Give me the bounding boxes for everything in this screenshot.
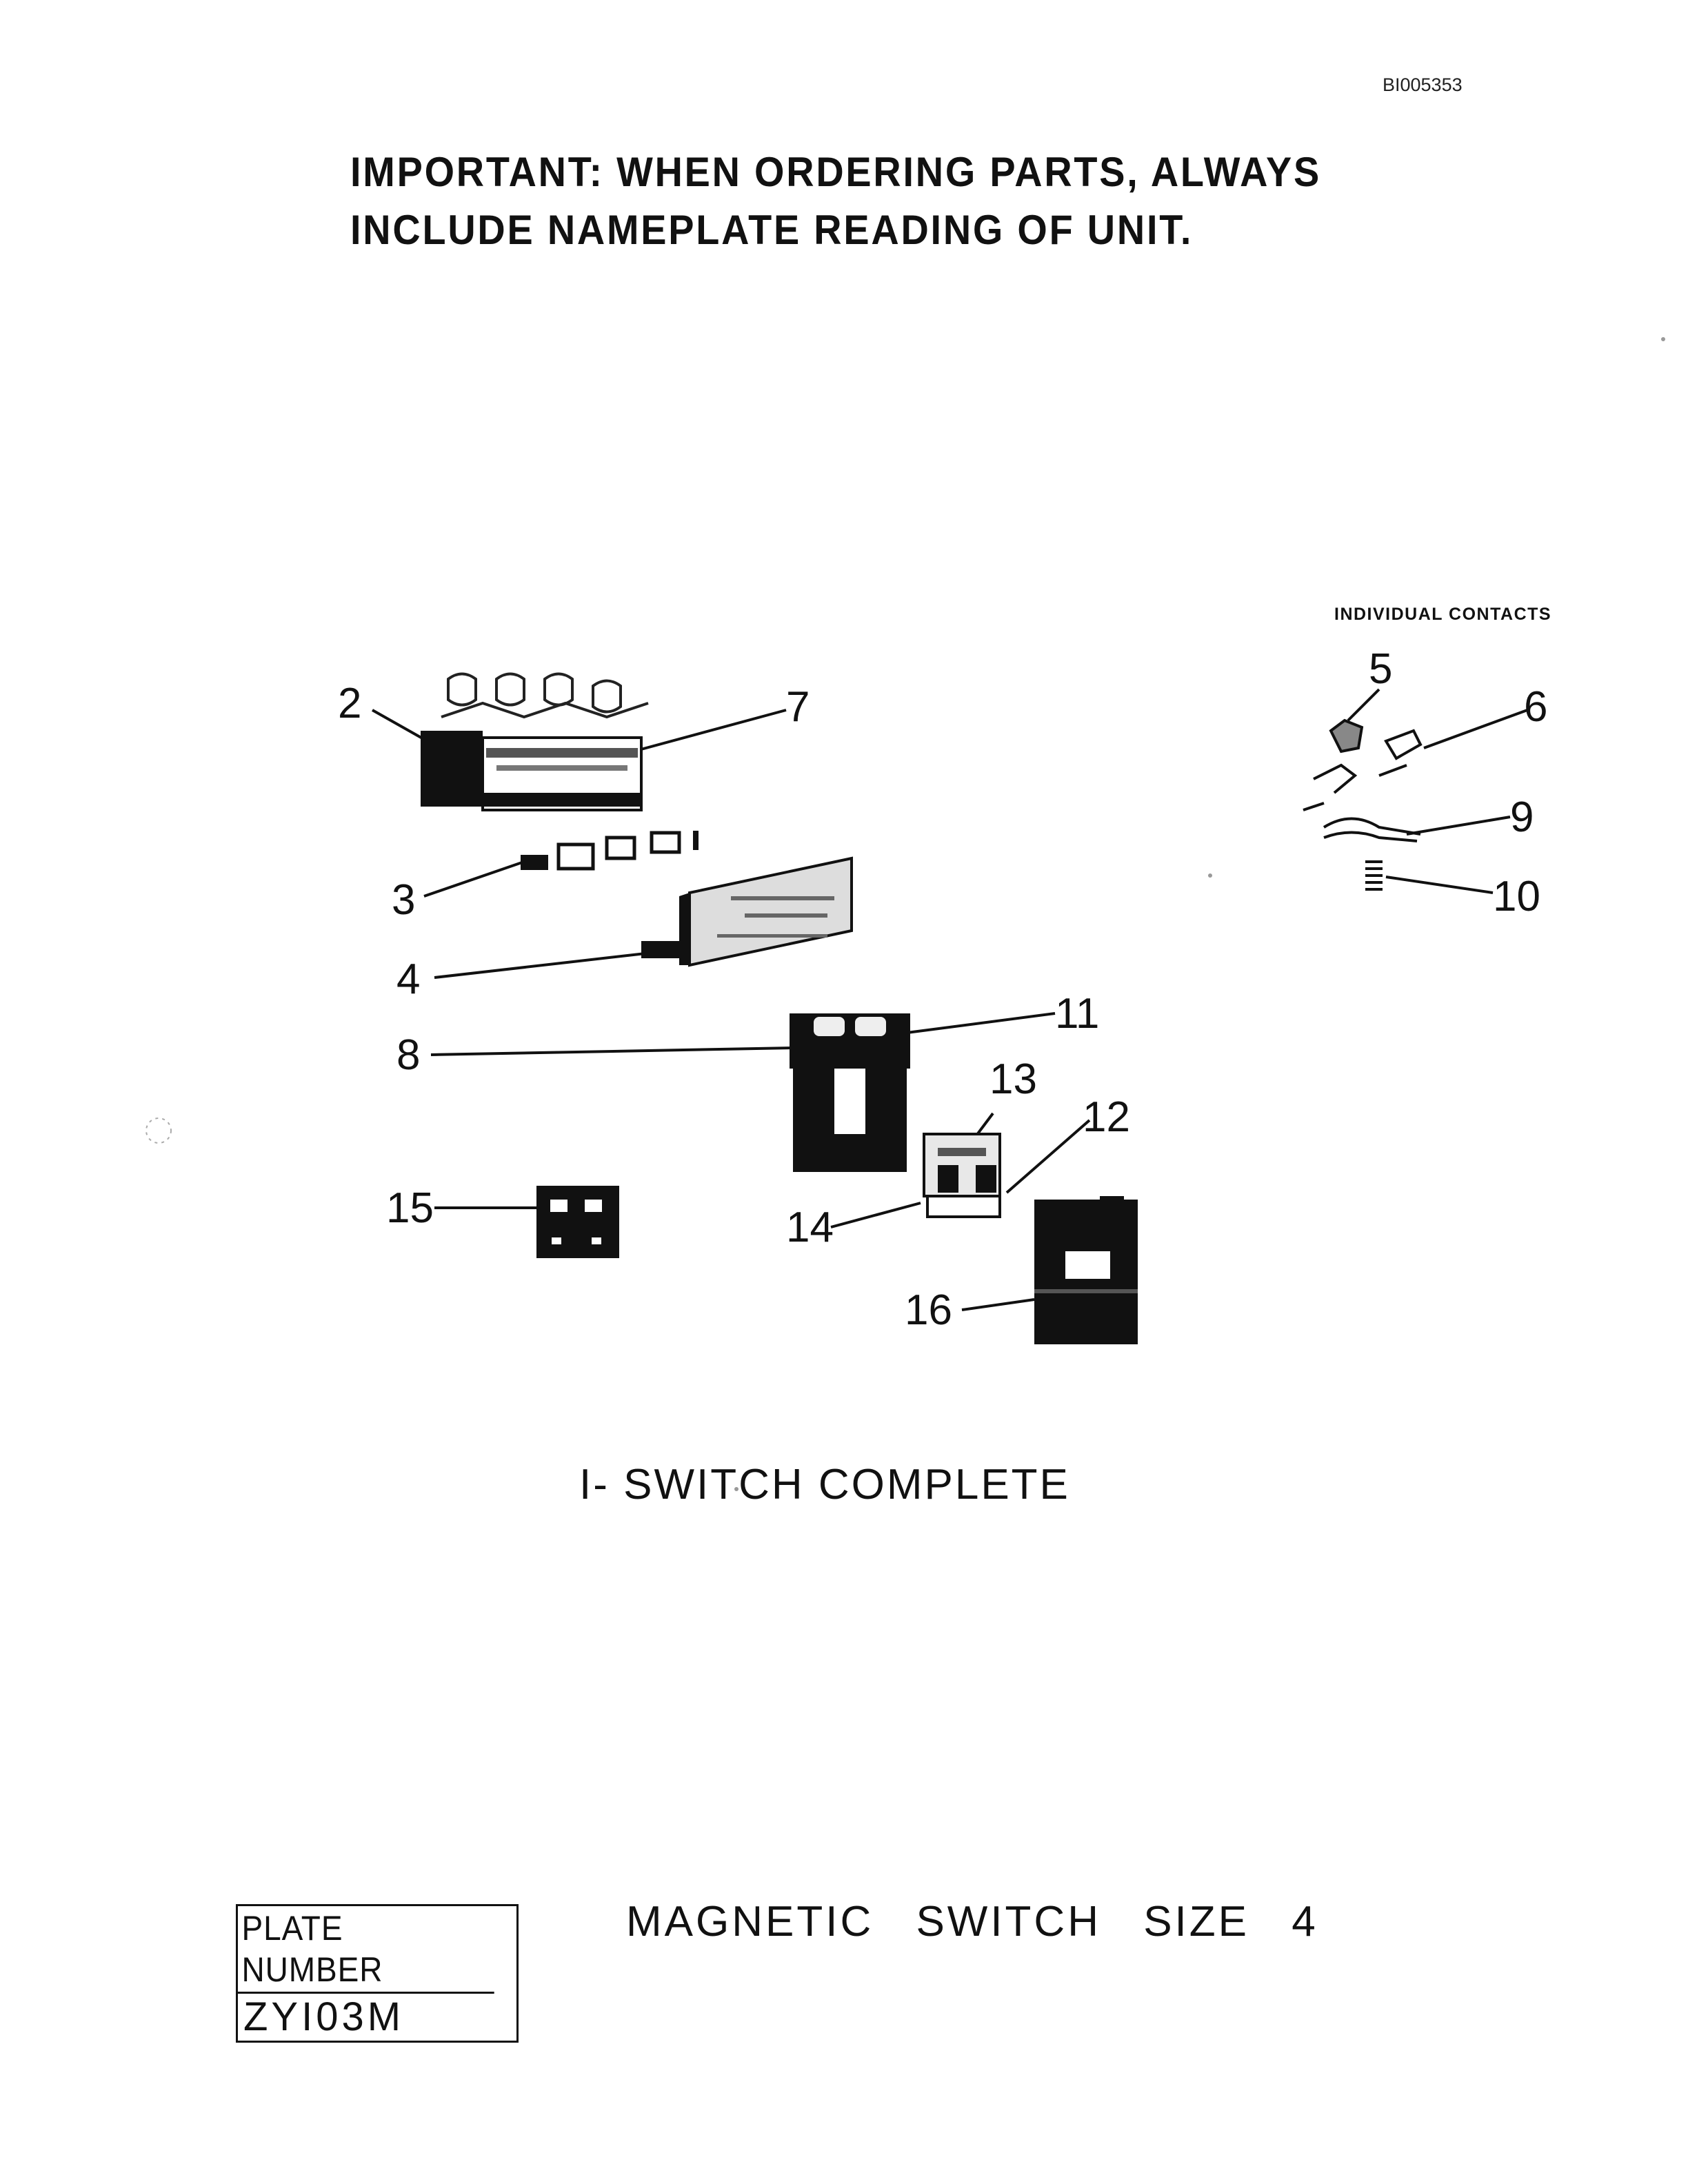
plate-number-box: PLATE NUMBER ZYI03M — [236, 1904, 519, 2043]
callout-13: 13 — [989, 1055, 1037, 1103]
terminal-block — [536, 1186, 619, 1258]
callout-16: 16 — [905, 1286, 952, 1334]
callout-9: 9 — [1510, 793, 1534, 841]
callout-5: 5 — [1369, 645, 1393, 693]
leader-10 — [1385, 876, 1494, 894]
scan-specks — [145, 337, 1665, 1491]
ordering-notice: IMPORTANT: WHEN ORDERING PARTS, ALWAYS I… — [350, 143, 1321, 259]
notice-line-2: INCLUDE NAMEPLATE READING OF UNIT. — [350, 207, 1194, 253]
leader-lines — [372, 688, 1528, 1311]
callout-15: 15 — [386, 1184, 434, 1232]
document-id: BI005353 — [1383, 74, 1463, 95]
callout-14: 14 — [786, 1204, 834, 1251]
notice-line-1: IMPORTANT: WHEN ORDERING PARTS, ALWAYS — [350, 149, 1322, 195]
leader-7 — [620, 709, 787, 756]
leader-3 — [423, 860, 525, 898]
leader-14 — [830, 1202, 921, 1228]
leader-16 — [961, 1298, 1035, 1311]
leader-8 — [430, 1046, 794, 1056]
coil-assembly — [923, 1133, 1001, 1218]
callout-11: 11 — [1055, 990, 1100, 1038]
individual-contacts — [1303, 718, 1423, 891]
plate-number-value: ZYI03M — [243, 1994, 405, 2039]
cover — [1034, 1196, 1138, 1344]
document-title: MAGNETIC SWITCH SIZE 4 — [626, 1898, 1318, 1945]
diagram-caption: I- SWITCH COMPLETE — [579, 1461, 1070, 1508]
inset-label: INDIVIDUAL CONTACTS — [1334, 605, 1552, 624]
leader-9 — [1406, 816, 1511, 836]
contact-bar — [521, 831, 699, 871]
magnet-frame — [790, 1013, 910, 1172]
callout-12: 12 — [1083, 1093, 1130, 1141]
callout-7: 7 — [786, 683, 810, 731]
callout-3: 3 — [392, 876, 416, 924]
leader-12 — [1005, 1119, 1091, 1194]
leader-11 — [896, 1012, 1056, 1035]
leader-4 — [434, 951, 652, 979]
leader-5 — [1347, 688, 1380, 722]
callout-8: 8 — [396, 1031, 421, 1079]
callout-10: 10 — [1493, 873, 1540, 920]
callout-6: 6 — [1524, 683, 1548, 731]
callout-4: 4 — [396, 956, 421, 1003]
leader-6 — [1423, 709, 1528, 749]
base-plate — [641, 856, 853, 967]
plate-number-header: PLATE NUMBER — [238, 1906, 494, 1994]
contact-block-assembly — [421, 672, 649, 811]
callout-2: 2 — [338, 680, 362, 727]
